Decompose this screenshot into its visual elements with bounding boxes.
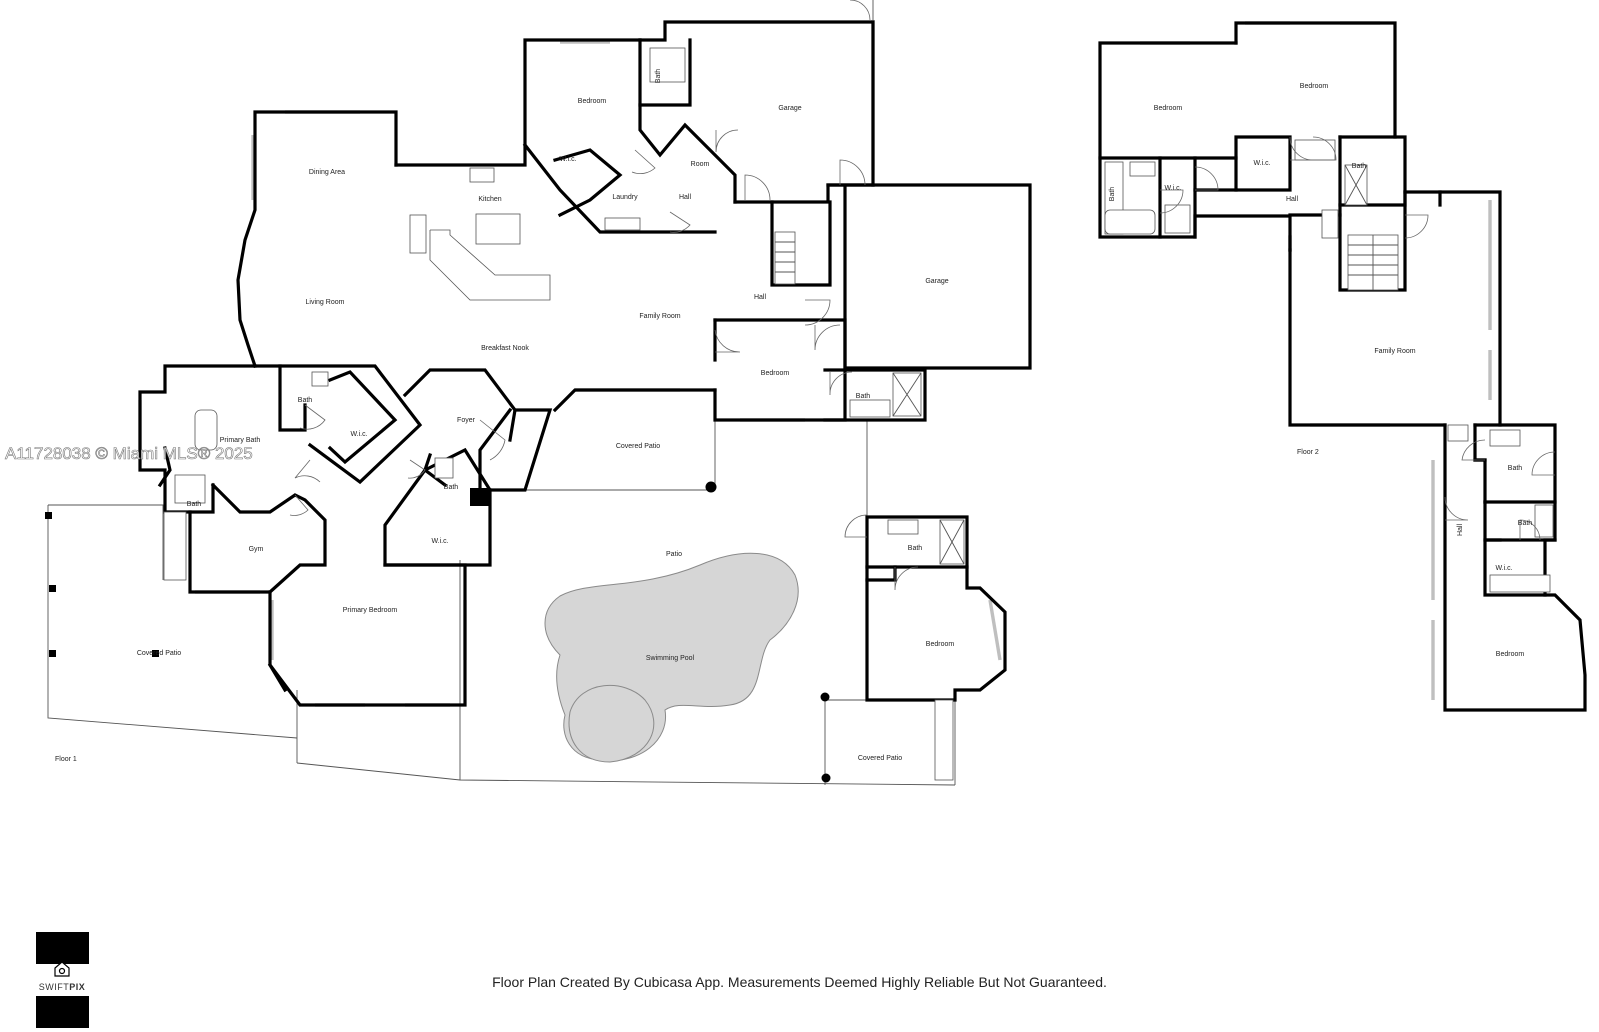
label-bedroom-guest: Bedroom <box>926 641 955 648</box>
logo-name-part2: PIX <box>69 982 85 992</box>
footer-disclaimer: Floor Plan Created By Cubicasa App. Meas… <box>492 974 1107 990</box>
label-f2-bedroom-bottom: Bedroom <box>1496 651 1525 658</box>
label-hall-main: Hall <box>754 294 767 301</box>
label-covered-patio-left: Covered Patio <box>137 650 181 657</box>
label-f2-bath-b: Bath <box>1352 163 1367 170</box>
doors-floor-1 <box>289 0 919 591</box>
label-bath-small-left: Bath <box>187 501 202 508</box>
doors-floor-2 <box>1159 136 1556 541</box>
label-dining-area: Dining Area <box>309 169 345 176</box>
label-f2-wic-c: W.i.c. <box>1495 565 1512 572</box>
label-wic-top: W.i.c. <box>559 156 576 163</box>
label-f2-bath-a: Bath <box>1109 187 1116 202</box>
windows-floor-2 <box>1140 21 1492 700</box>
patio-posts <box>45 481 831 783</box>
label-covered-patio-center: Covered Patio <box>616 443 660 450</box>
label-wic-lower: W.i.c. <box>431 538 448 545</box>
label-f2-family-room: Family Room <box>1374 348 1415 355</box>
swimming-pool <box>544 552 799 763</box>
camera-home-icon <box>54 961 70 977</box>
label-bedroom-mid: Bedroom <box>761 370 790 377</box>
label-f2-hall: Hall <box>1286 196 1299 203</box>
label-f2-wic-b: W.i.c. <box>1164 185 1181 192</box>
label-hall-small: Hall <box>679 194 692 201</box>
room-labels-floor-1: Dining Area Kitchen Living Room Breakfas… <box>55 69 954 763</box>
floor-2-label: Floor 2 <box>1297 449 1319 456</box>
walls-floor-1 <box>138 20 1032 707</box>
label-covered-patio-right: Covered Patio <box>858 755 902 762</box>
mls-watermark: A11728038 © Miami MLS® 2025 <box>5 444 253 463</box>
label-f2-hall-vertical: Hall <box>1457 524 1464 537</box>
label-f2-bedroom-left: Bedroom <box>1154 105 1183 112</box>
floor-1-label: Floor 1 <box>55 756 77 763</box>
fixtures-floor-1 <box>163 47 965 781</box>
label-bath-guest: Bath <box>908 545 923 552</box>
label-wic-primary: W.i.c. <box>350 431 367 438</box>
label-f2-wic-a: W.i.c. <box>1253 160 1270 167</box>
label-swimming-pool: Swimming Pool <box>646 655 695 662</box>
svg-text:SWIFTPIX: SWIFTPIX <box>39 982 86 992</box>
label-breakfast-nook: Breakfast Nook <box>481 345 529 352</box>
walls-floor-2 <box>1098 21 1587 712</box>
label-bath-top: Bath <box>655 69 662 84</box>
label-garage-right: Garage <box>925 278 948 285</box>
label-room: Room <box>691 161 710 168</box>
label-family-room: Family Room <box>639 313 680 320</box>
label-garage-top: Garage <box>778 105 801 112</box>
label-patio: Patio <box>666 551 682 558</box>
label-bedroom-top: Bedroom <box>578 98 607 105</box>
room-labels-floor-2: Bedroom Bedroom W.i.c. Bath W.i.c. Bath … <box>1109 83 1532 658</box>
label-foyer: Foyer <box>457 417 476 424</box>
label-primary-bedroom: Primary Bedroom <box>343 607 398 614</box>
fixtures-floor-2 <box>1104 139 1554 593</box>
label-gym: Gym <box>249 546 264 553</box>
label-laundry: Laundry <box>612 194 638 201</box>
label-f2-bath-c: Bath <box>1508 465 1523 472</box>
logo-name-part1: SWIFT <box>39 982 70 992</box>
swiftpix-logo: SWIFTPIX <box>36 932 89 1028</box>
label-primary-bath: Primary Bath <box>220 437 261 444</box>
label-f2-bath-d: Bath <box>1518 520 1533 527</box>
label-bath-foyer: Bath <box>444 484 459 491</box>
label-f2-bedroom-top: Bedroom <box>1300 83 1329 90</box>
label-bath-mid: Bath <box>856 393 871 400</box>
label-living-room: Living Room <box>306 299 345 306</box>
floor-1: Dining Area Kitchen Living Room Breakfas… <box>45 0 1032 786</box>
label-bath-primary-wc: Bath <box>298 397 313 404</box>
label-kitchen: Kitchen <box>478 196 501 203</box>
floor-2: Bedroom Bedroom W.i.c. Bath W.i.c. Bath … <box>1098 21 1587 712</box>
